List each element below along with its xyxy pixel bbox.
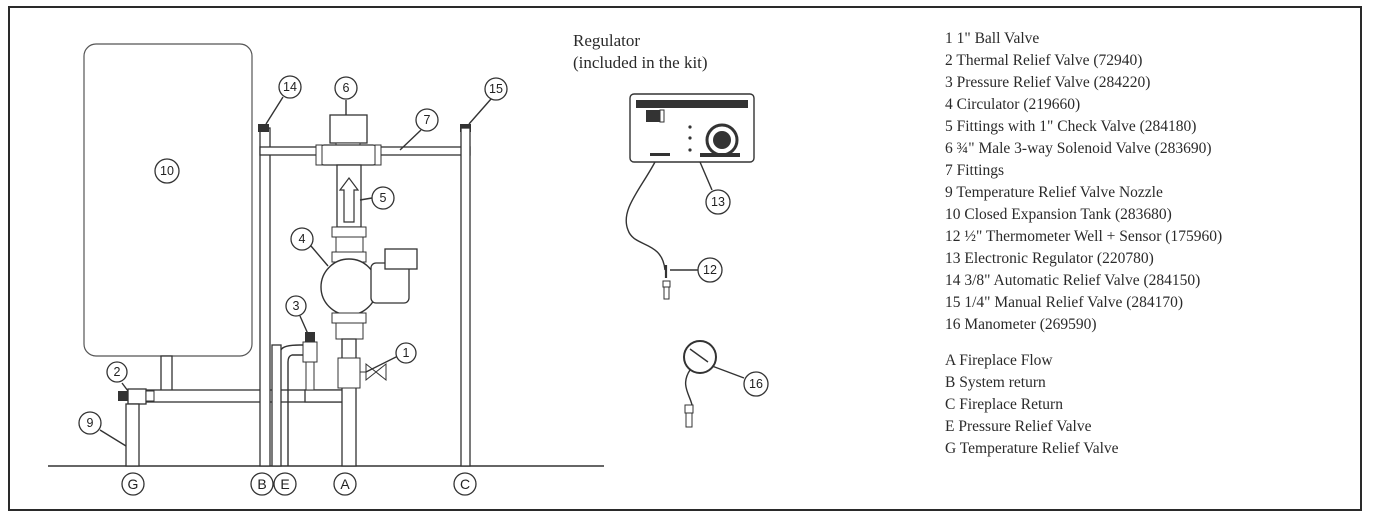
thermal-relief-valve: [118, 388, 155, 405]
legend-item: 1 1" Ball Valve: [945, 30, 1040, 47]
connection-g: [121, 472, 145, 496]
legend-item: 10 Closed Expansion Tank (283680): [945, 206, 1172, 223]
legend-item: 15 1/4" Manual Relief Valve (284170): [945, 294, 1184, 311]
connection-legend-item: G Temperature Relief Valve: [945, 440, 1119, 457]
regulator-caption-line1: Regulator: [573, 31, 641, 50]
legend-item: 9 Temperature Relief Valve Nozzle: [945, 184, 1163, 201]
callout-12: [697, 257, 723, 283]
connection-e-label: E: [280, 476, 289, 492]
legend-item: 16 Manometer (269590): [945, 316, 1097, 333]
callout-10: [154, 158, 180, 184]
expansion-tank: [83, 43, 253, 393]
callout-5-label: 5: [380, 191, 387, 205]
callout-4: [290, 227, 314, 251]
pipe-e: [271, 344, 282, 467]
callout-4-label: 4: [299, 232, 306, 246]
legend-item: 2 Thermal Relief Valve (72940): [945, 52, 1143, 69]
pipe-c: [460, 127, 471, 467]
callout-15: [484, 77, 508, 101]
pressure-relief-valve: [302, 332, 318, 391]
callout-6-label: 6: [343, 81, 350, 95]
parts-legend: 1 1" Ball Valve 2 Thermal Relief Valve (…: [945, 28, 1345, 460]
connection-legend-item: B System return: [945, 374, 1046, 391]
connection-e: [273, 472, 297, 496]
legend-item: 14 3/8" Automatic Relief Valve (284150): [945, 272, 1201, 289]
callout-14-label: 14: [283, 80, 297, 94]
automatic-relief-valve: [258, 124, 269, 132]
legend-spacer: [945, 336, 1345, 350]
legend-item: 7 Fittings: [945, 162, 1005, 179]
regulator-caption-line2: (included in the kit): [573, 53, 708, 72]
callout-13: [705, 189, 731, 215]
thermometer-sensor: [662, 265, 671, 300]
connection-a-label: A: [340, 476, 350, 492]
callout-16: [743, 371, 769, 397]
regulator-caption: Regulator (included in the kit): [573, 30, 708, 74]
callout-3: [285, 295, 307, 317]
connection-g-label: G: [128, 476, 139, 492]
callout-14: [278, 75, 302, 99]
callout-16-label: 16: [749, 377, 763, 391]
solenoid-valve: [315, 114, 382, 166]
electronic-regulator: [625, 93, 755, 271]
callout-15-label: 15: [489, 82, 503, 96]
callout-9: [78, 411, 102, 435]
callout-2-label: 2: [114, 365, 121, 379]
callout-3-label: 3: [293, 299, 300, 313]
connection-b: [250, 472, 274, 496]
manometer: [683, 340, 717, 428]
callout-7-label: 7: [424, 113, 431, 127]
connection-a: [333, 472, 357, 496]
callout-7: [415, 108, 439, 132]
legend-item: 4 Circulator (219660): [945, 96, 1081, 113]
callout-12-label: 12: [703, 263, 717, 277]
callout-2: [106, 361, 128, 383]
callout-6: [334, 76, 358, 100]
legend-item: 12 ½" Thermometer Well + Sensor (175960): [945, 228, 1223, 245]
circulator: [320, 248, 418, 340]
callout-1: [395, 342, 417, 364]
legend-item: 3 Pressure Relief Valve (284220): [945, 74, 1151, 91]
nozzle-pipe: [125, 403, 140, 467]
legend-item: 6 ¾" Male 3-way Solenoid Valve (283690): [945, 140, 1212, 157]
connection-c: [453, 472, 477, 496]
callouts: 1 2 3 4 5 6 7 9 10 12 13 14: [78, 75, 769, 447]
connection-legend-item: A Fireplace Flow: [945, 352, 1053, 369]
callout-5: [371, 186, 395, 210]
legend-item: 13 Electronic Regulator (220780): [945, 250, 1154, 267]
connection-legend-item: C Fireplace Return: [945, 396, 1063, 413]
connection-legend-item: E Pressure Relief Valve: [945, 418, 1092, 435]
pipe-b: [259, 127, 271, 467]
callout-1-label: 1: [403, 346, 410, 360]
connection-labels: G B E A C: [121, 472, 477, 496]
connection-b-label: B: [257, 476, 266, 492]
callout-13-label: 13: [711, 195, 725, 209]
connection-c-label: C: [460, 476, 470, 492]
callout-10-label: 10: [160, 164, 174, 178]
ball-valve: [360, 362, 387, 382]
callout-9-label: 9: [87, 416, 94, 430]
legend-item: 5 Fittings with 1" Check Valve (284180): [945, 118, 1197, 135]
